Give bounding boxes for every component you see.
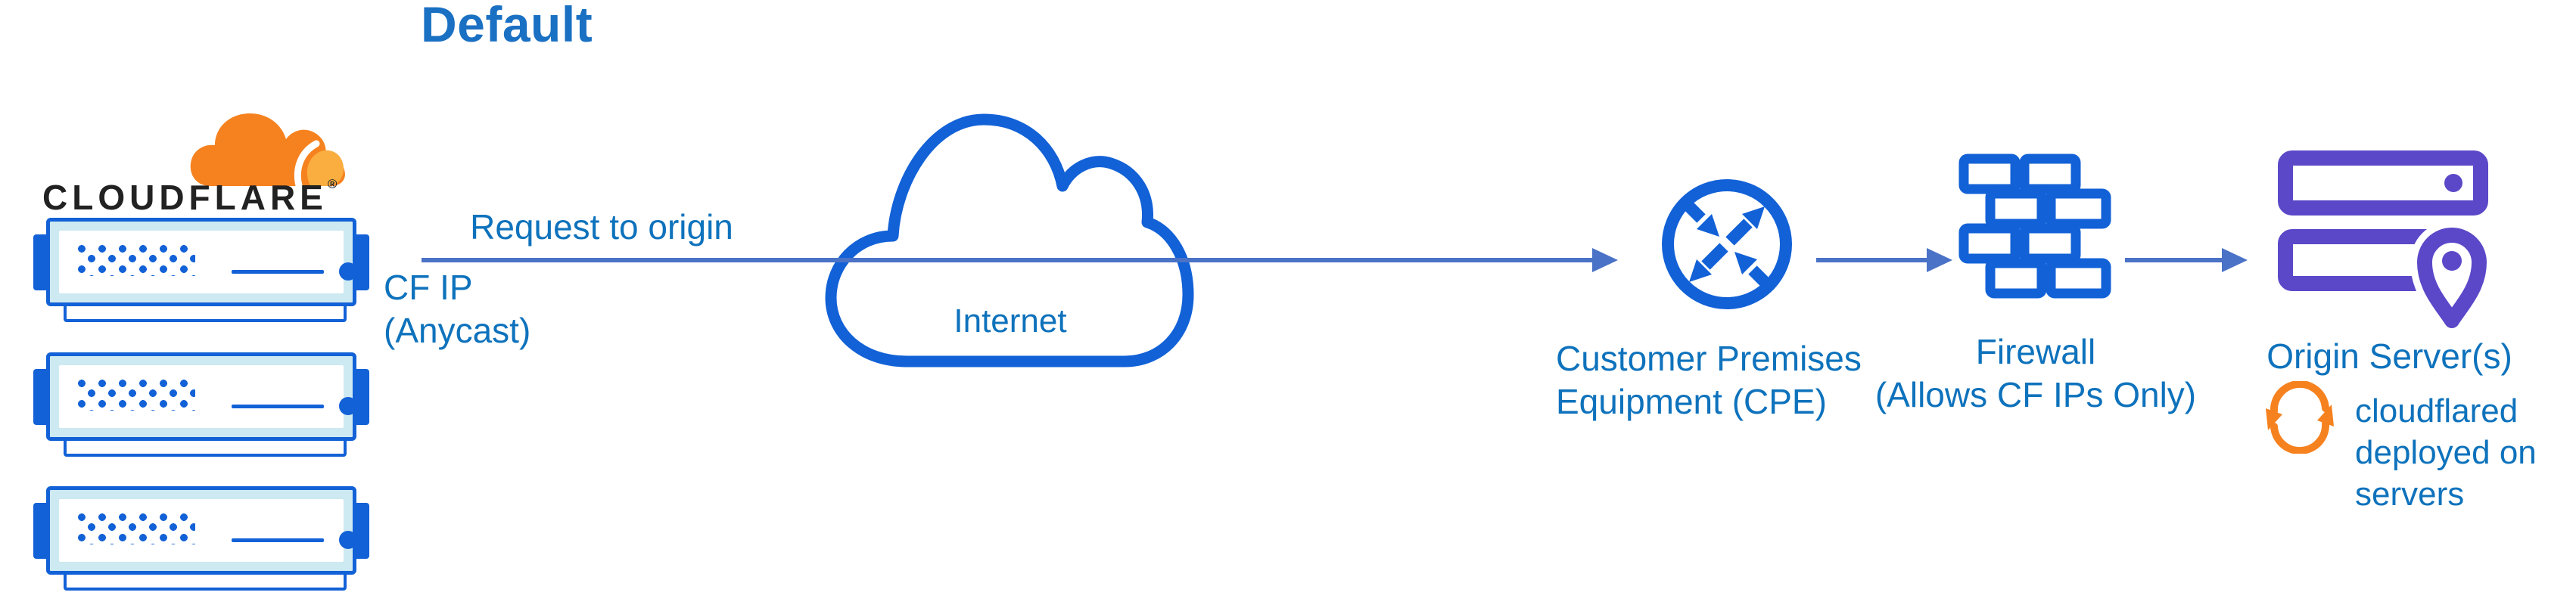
server-body: [46, 486, 357, 575]
firewall-to-origin-arrow-line: [2125, 258, 2222, 262]
edge-server-icon: [33, 218, 369, 322]
firewall-to-origin-arrowhead: [2222, 248, 2248, 272]
cpe-to-firewall-arrow-line: [1816, 258, 1927, 262]
request-to-origin-label: Request to origin: [470, 207, 733, 247]
origin-servers-label: Origin Server(s): [2266, 336, 2512, 376]
server-panel: [59, 231, 357, 293]
firewall-label-line2: (Allows CF IPs Only): [1874, 375, 2197, 414]
cf-ip-line2: (Anycast): [384, 311, 531, 350]
internet-label: Internet: [954, 302, 1067, 340]
server-vent-dots: [77, 244, 195, 276]
registered-mark: ®: [327, 177, 338, 191]
cloudflared-note-line3: servers: [2355, 476, 2465, 513]
router-arrows-icon: [1662, 179, 1792, 309]
cloudflared-note: cloudflared deployed on servers: [2355, 390, 2537, 515]
cloudflare-cloud-icon: [190, 113, 345, 189]
server-panel: [59, 499, 357, 562]
server-led: [339, 397, 357, 415]
server-slot: [232, 405, 324, 408]
edge-server-icon: [33, 486, 369, 591]
cpe-label-line2: Equipment (CPE): [1556, 382, 1827, 421]
brick-wall-icon: [1958, 154, 2111, 299]
cf-ip-anycast-label: CF IP (Anycast): [384, 266, 530, 352]
server-led: [339, 531, 357, 549]
origin-servers-pin-icon: [2278, 150, 2493, 330]
cpe-label: Customer Premises Equipment (CPE): [1556, 337, 1862, 423]
cpe-to-firewall-arrowhead: [1927, 248, 1952, 272]
cloudflared-note-line1: cloudflared: [2355, 392, 2518, 429]
cpe-label-line1: Customer Premises: [1556, 339, 1862, 378]
server-body: [46, 352, 357, 441]
request-arrow-line: [422, 258, 1594, 262]
cloudflare-wordmark: CLOUDFLARE®: [42, 177, 338, 217]
server-slot: [232, 270, 324, 274]
server-panel: [59, 365, 357, 428]
server-led: [339, 262, 357, 281]
server-slot: [232, 538, 324, 542]
cloudflared-note-line2: deployed on: [2355, 434, 2537, 471]
sync-arrows-icon: [2266, 381, 2334, 454]
firewall-label: Firewall (Allows CF IPs Only): [1865, 330, 2206, 417]
server-body: [46, 218, 357, 306]
cf-ip-line1: CF IP: [384, 268, 473, 307]
server-vent-dots: [77, 379, 195, 411]
diagram-title: Default: [421, 0, 593, 52]
internet-cloud-icon: [825, 113, 1194, 367]
edge-server-icon: [33, 352, 369, 457]
request-arrowhead: [1592, 248, 1618, 272]
firewall-label-line1: Firewall: [1975, 332, 2096, 371]
server-vent-dots: [77, 513, 195, 544]
